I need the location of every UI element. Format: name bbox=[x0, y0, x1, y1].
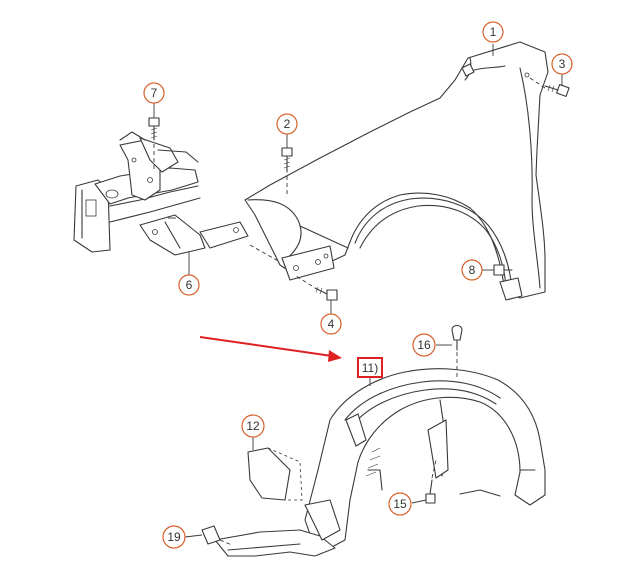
callout-2: 2 bbox=[276, 113, 298, 148]
svg-text:16: 16 bbox=[417, 338, 431, 352]
svg-text:11): 11) bbox=[362, 361, 378, 375]
callout-3: 3 bbox=[551, 53, 573, 86]
callout-15: 15 bbox=[388, 492, 427, 516]
callout-7: 7 bbox=[143, 82, 165, 118]
svg-text:3: 3 bbox=[559, 57, 566, 71]
callout-6: 6 bbox=[178, 252, 200, 296]
bolt-3 bbox=[544, 83, 570, 97]
callout-1: 1 bbox=[482, 21, 504, 56]
clip-19 bbox=[201, 525, 233, 546]
pad-12 bbox=[247, 447, 303, 501]
callout-4: 4 bbox=[320, 300, 342, 335]
svg-text:2: 2 bbox=[284, 117, 291, 131]
svg-text:6: 6 bbox=[186, 278, 193, 292]
svg-text:1: 1 bbox=[490, 25, 497, 39]
fender-bracket-6 bbox=[139, 214, 249, 256]
svg-text:12: 12 bbox=[246, 419, 260, 433]
red-pointer-arrow bbox=[199, 336, 342, 362]
callout-12: 12 bbox=[241, 414, 265, 450]
bolt-4 bbox=[314, 286, 338, 301]
svg-text:19: 19 bbox=[167, 530, 181, 544]
frame-rail-assembly bbox=[73, 131, 201, 253]
callout-8: 8 bbox=[461, 259, 494, 281]
clip-16 bbox=[451, 324, 463, 380]
wheel-arch-liner bbox=[214, 368, 546, 557]
fender-panel bbox=[244, 41, 549, 301]
callout-11-highlight: 11) bbox=[357, 357, 383, 386]
callout-19: 19 bbox=[162, 525, 203, 549]
svg-text:15: 15 bbox=[393, 497, 407, 511]
svg-text:8: 8 bbox=[469, 263, 476, 277]
bolt-2 bbox=[281, 147, 293, 173]
bolt-7 bbox=[148, 117, 160, 141]
screw-15 bbox=[425, 459, 437, 504]
svg-text:4: 4 bbox=[328, 317, 335, 331]
callout-16: 16 bbox=[412, 333, 452, 357]
svg-text:7: 7 bbox=[151, 86, 158, 100]
